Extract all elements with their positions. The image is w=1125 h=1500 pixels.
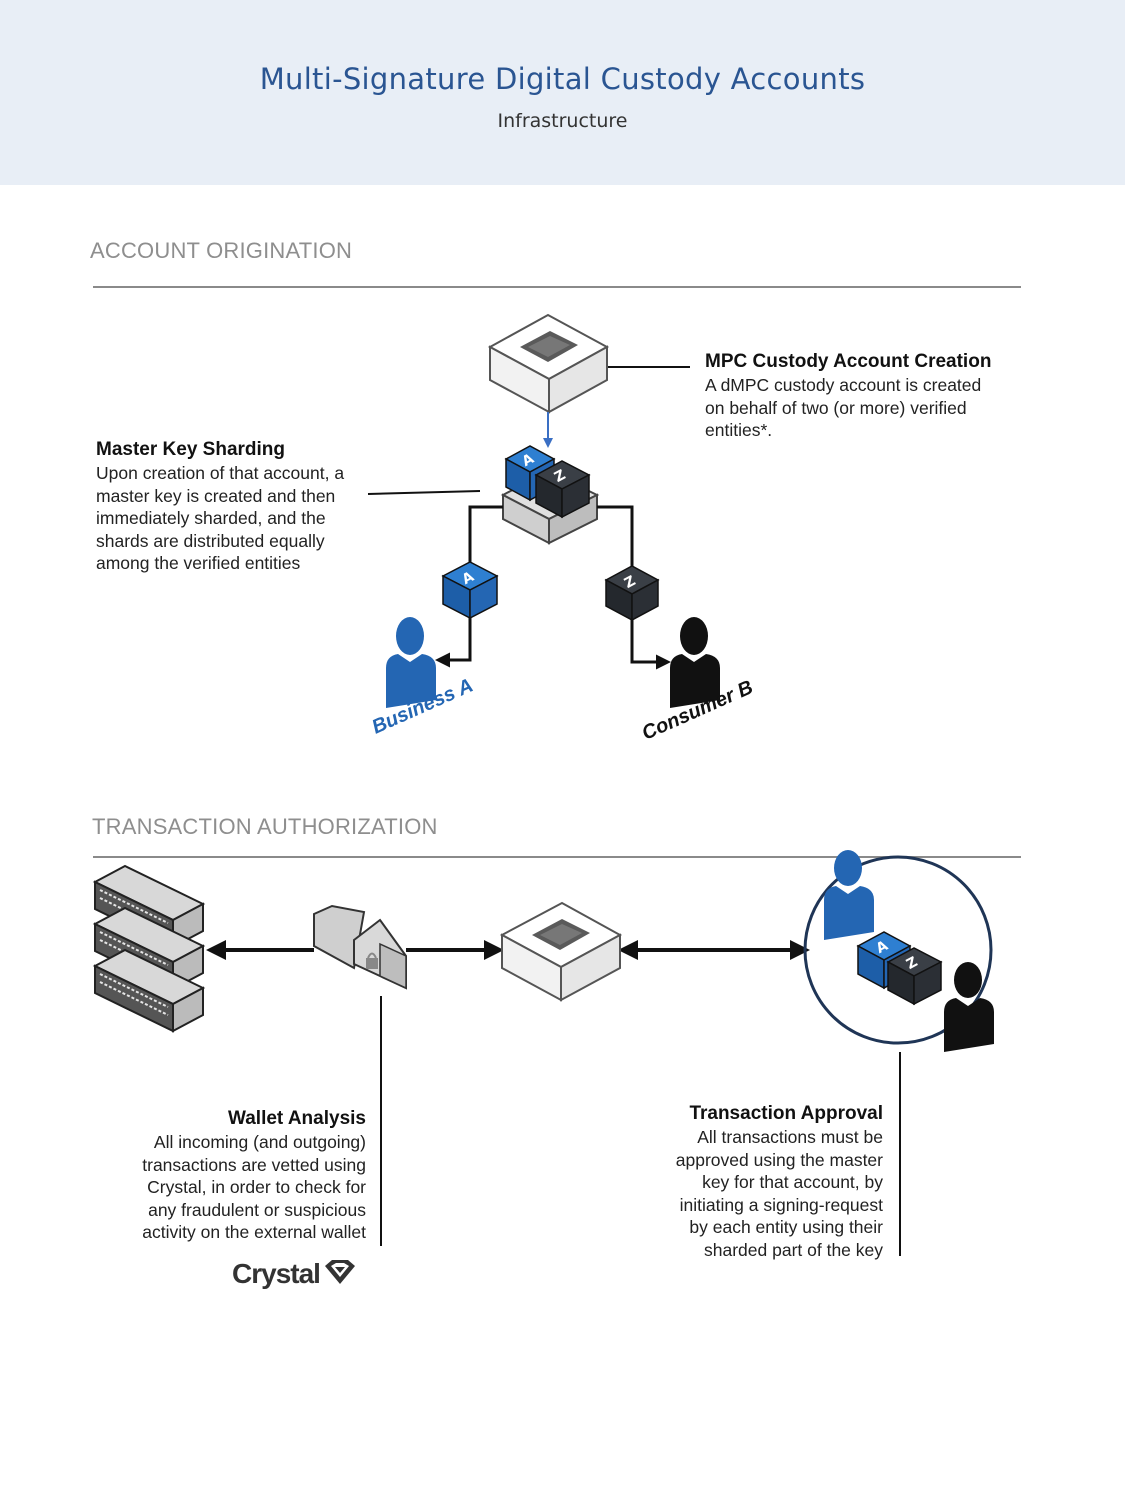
cube-z-icon: Z [534,460,591,519]
mpc-creation-body: A dMPC custody account is created on beh… [705,375,982,441]
section-label-origination: ACCOUNT ORIGINATION [90,238,353,263]
consumer-b-person-icon [670,617,720,708]
approval-circle [803,855,993,1045]
mpc-creation-block: MPC Custody Account Creation A dMPC cust… [705,350,1025,442]
approval-person-a-icon [824,850,874,940]
sharding-leader-line [367,490,481,495]
transaction-approval-block: Transaction Approval All transactions mu… [640,1102,883,1262]
lock-gateway-icon [313,904,407,990]
page-title: Multi-Signature Digital Custody Accounts [259,62,866,96]
padlock-icon [366,958,378,969]
header-banner [0,0,1125,185]
shard-arrow-a [435,618,472,668]
wallet-box-center-icon [499,901,623,1002]
server-stack-icon [92,864,206,1033]
shard-line-b-upper [597,505,634,570]
business-a-person-icon [386,617,436,708]
wallet-analysis-heading: Wallet Analysis [228,1108,366,1129]
crystal-logo: Crystal [232,1258,357,1293]
shard-line-a-upper [468,505,503,566]
shard-cube-a-icon: A [441,561,499,620]
wallet-analysis-block: Wallet Analysis All incoming (and outgoi… [96,1107,366,1244]
sharding-heading: Master Key Sharding [96,439,285,460]
section-label-authorization: TRANSACTION AUTHORIZATION [92,814,438,839]
shard-arrow-b [630,620,671,670]
sharding-block: Master Key Sharding Upon creation of tha… [96,438,386,575]
page-subtitle: Infrastructure [497,110,628,132]
sharding-body: Upon creation of that account, a master … [96,463,345,574]
wallet-analysis-body: All incoming (and outgoing) transactions… [142,1132,366,1243]
approval-person-b-icon [944,962,994,1052]
crystal-gem-icon [323,1258,357,1293]
crystal-logo-text: Crystal [232,1258,321,1289]
approval-cube-z-icon: Z [886,947,943,1006]
transaction-approval-body: All transactions must be approved using … [675,1127,883,1260]
section-divider-origination [93,286,1021,288]
section-divider-authorization [93,856,1021,858]
wallet-box-icon [487,313,610,414]
shard-cube-z-icon: Z [604,565,660,622]
transaction-approval-heading: Transaction Approval [689,1103,883,1124]
mpc-creation-heading: MPC Custody Account Creation [705,351,992,372]
